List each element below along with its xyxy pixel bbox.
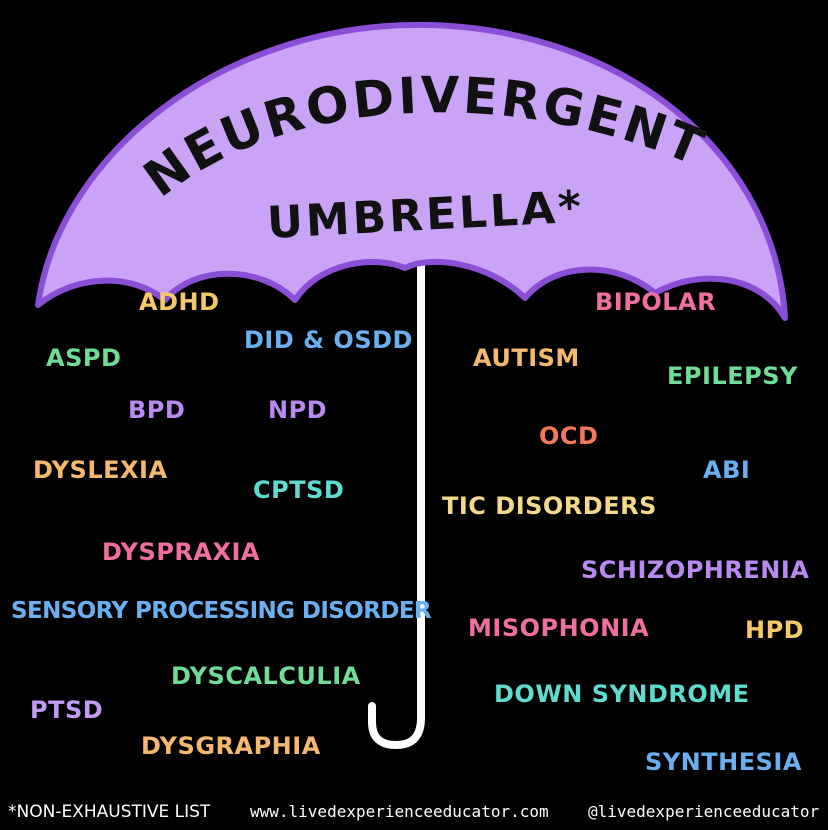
term-adhd: ADHD xyxy=(139,288,220,316)
term-dysgraphia: DYSGRAPHIA xyxy=(141,732,321,760)
term-tic-disorders: TIC DISORDERS xyxy=(442,492,657,520)
term-schizophrenia: SCHIZOPHRENIA xyxy=(581,556,810,584)
term-bipolar: BIPOLAR xyxy=(595,288,717,316)
term-npd: NPD xyxy=(268,396,328,424)
term-bpd: BPD xyxy=(128,396,186,424)
term-abi: ABI xyxy=(703,456,751,484)
term-misophonia: MISOPHONIA xyxy=(468,614,650,642)
term-down-syndrome: DOWN SYNDROME xyxy=(494,680,750,708)
term-dyscalculia: DYSCALCULIA xyxy=(171,662,361,690)
term-did-osdd: DID & OSDD xyxy=(244,326,413,354)
term-dyslexia: DYSLEXIA xyxy=(33,456,168,484)
term-dyspraxia: DYSPRAXIA xyxy=(102,538,260,566)
umbrella-handle xyxy=(368,251,425,750)
term-hpd: HPD xyxy=(745,616,805,644)
umbrella-canopy xyxy=(35,21,788,321)
term-ptsd: PTSD xyxy=(30,696,104,724)
term-epilepsy: EPILEPSY xyxy=(667,362,798,390)
footer-note: *NON-EXHAUSTIVE LIST xyxy=(8,802,211,822)
term-aspd: ASPD xyxy=(46,344,122,372)
term-synthesia: SYNTHESIA xyxy=(645,748,802,776)
term-autism: AUTISM xyxy=(473,344,580,372)
footer-website[interactable]: www.livedexperienceeducator.com xyxy=(250,802,549,821)
footer-social-handle[interactable]: @livedexperienceeducator xyxy=(588,802,820,821)
term-cptsd: CPTSD xyxy=(253,476,345,504)
term-ocd: OCD xyxy=(539,422,599,450)
term-sensory-processing-disorder: SENSORY PROCESSING DISORDER xyxy=(11,598,432,624)
